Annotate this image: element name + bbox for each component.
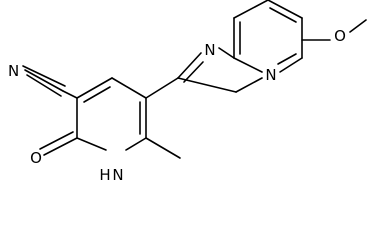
- bridgehead-nitrogen-label: N: [265, 66, 276, 84]
- carbonyl-oxygen-label: O: [30, 149, 42, 167]
- nitrile-triple-bond-line: [26, 74, 62, 97]
- imidazole-c8a-n4-bond: [233, 57, 263, 73]
- bond-lines: [22, 0, 367, 159]
- pyridine-c7-c6-bond: [267, 0, 303, 19]
- biaryl-bond: [145, 77, 179, 99]
- imidazole-nitrogen-label: N: [204, 41, 215, 59]
- imidazole-inner-double-bond: [183, 61, 204, 83]
- carbonyl-double-bond: [43, 137, 78, 156]
- ring-nh-nitrogen-label: N: [112, 166, 123, 184]
- pyridinone-c6-n1-bond: [125, 137, 147, 151]
- imidazole-c2-n3-bond: [177, 52, 202, 79]
- pyridinone-c4-c5-bond: [111, 77, 147, 99]
- nitrile-bond: [62, 90, 78, 99]
- atom-labels: N O H N N N O: [8, 27, 346, 184]
- imidazole-c3-c2-bond: [177, 77, 237, 93]
- nitrile-triple-bond-line: [24, 69, 64, 92]
- pyridinone-n1-c2-bond: [76, 137, 107, 151]
- nitrile-triple-bond-line: [22, 65, 66, 87]
- pyridinone-c3-c4-bond: [76, 77, 113, 99]
- pyridinone-inner-double-bond: [83, 86, 111, 103]
- methyl-bond: [145, 137, 181, 159]
- carbonyl-double-bond: [39, 131, 74, 150]
- pyridine-inner-double-bond: [269, 7, 297, 23]
- pyridine-inner-double-bond: [277, 53, 297, 65]
- pyridine-c8-c7-bond: [233, 0, 269, 19]
- methoxy-methyl-bond: [349, 19, 367, 33]
- pyridine-c5-n4-bond: [279, 57, 303, 73]
- nitrile-nitrogen-label: N: [8, 62, 19, 80]
- methoxy-oxygen-label: O: [334, 27, 346, 45]
- imidazole-n3-c8a-bond: [218, 47, 235, 59]
- molecule-structure-diagram: N O H N N N O: [8, 0, 367, 184]
- imidazole-n4-c3-bond: [235, 77, 263, 93]
- ring-nh-hydrogen-label: H: [99, 166, 110, 184]
